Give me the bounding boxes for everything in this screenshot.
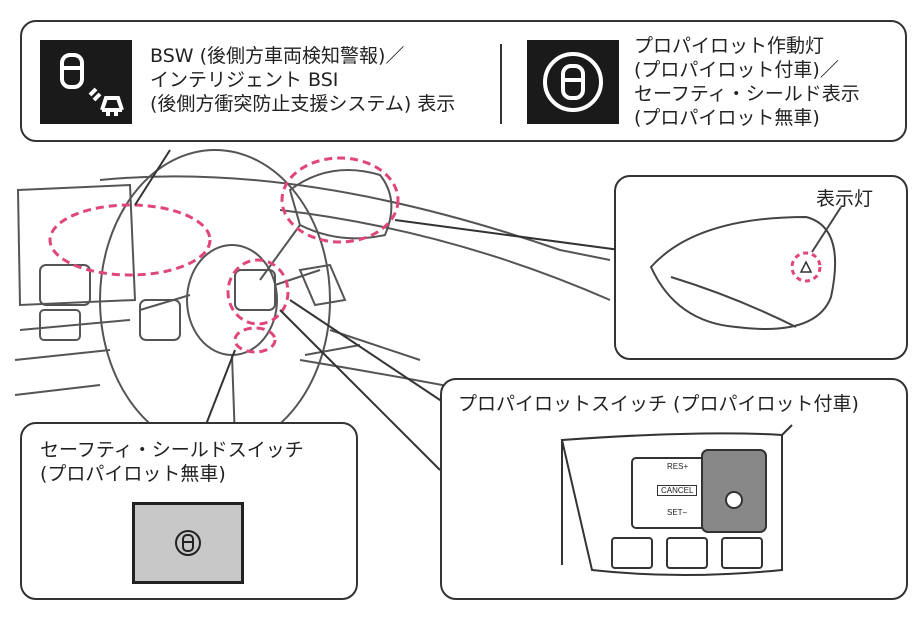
switch-panel: [560, 432, 783, 576]
propilot-indicator-icon: [527, 40, 619, 124]
cancel-button-label: CANCEL: [657, 485, 698, 496]
propilot-switch-highlight: [226, 258, 290, 326]
propilot-switch-callout: プロパイロットスイッチ (プロパイロット付車) RES+ CANCEL SET−: [440, 378, 908, 600]
mirror-callout: 表示灯: [614, 175, 908, 360]
shield-switch-callout: セーフティ・シールドスイッチ (プロパイロット無車): [20, 422, 358, 600]
bsw-line-3: (後側方衝突防止支援システム) 表示: [150, 93, 456, 115]
side-mirror: [288, 169, 393, 240]
bsw-indicator-icon: [40, 40, 132, 124]
shield-line-2: (プロパイロット無車): [40, 463, 226, 485]
shield-line-1: セーフティ・シールドスイッチ: [40, 439, 304, 461]
bsw-line-2: インテリジェント BSI: [150, 69, 339, 91]
propilot-line-1: プロパイロット作動灯: [634, 35, 825, 57]
mirror-body: [649, 215, 837, 330]
propilot-line-3: セーフティ・シールド表示: [634, 83, 860, 105]
mirror-indicator-highlight: [790, 251, 822, 283]
propilot-switch-title: プロパイロットスイッチ (プロパイロット付車): [458, 393, 859, 415]
propilot-line-4: (プロパイロット無車): [634, 107, 820, 129]
bsw-display-highlight: [48, 203, 212, 277]
shield-switch-highlight: [233, 326, 277, 354]
shield-switch: [132, 502, 244, 584]
indicator-label: 表示灯: [816, 188, 874, 210]
safety-shield-switch-icon: [175, 530, 201, 556]
bsw-line-1: BSW (後側方車両検知警報)／: [150, 45, 405, 67]
callout-divider: [500, 44, 502, 124]
propilot-line-2: (プロパイロット付車)／: [634, 59, 839, 81]
mirror-warning-icon: [799, 260, 813, 273]
top-callout: BSW (後側方車両検知警報)／ インテリジェント BSI (後側方衝突防止支援…: [20, 20, 907, 142]
res-button-label: RES+: [667, 462, 689, 471]
mirror-highlight: [280, 156, 400, 244]
set-button-label: SET−: [667, 508, 688, 517]
center-display: [16, 183, 137, 307]
